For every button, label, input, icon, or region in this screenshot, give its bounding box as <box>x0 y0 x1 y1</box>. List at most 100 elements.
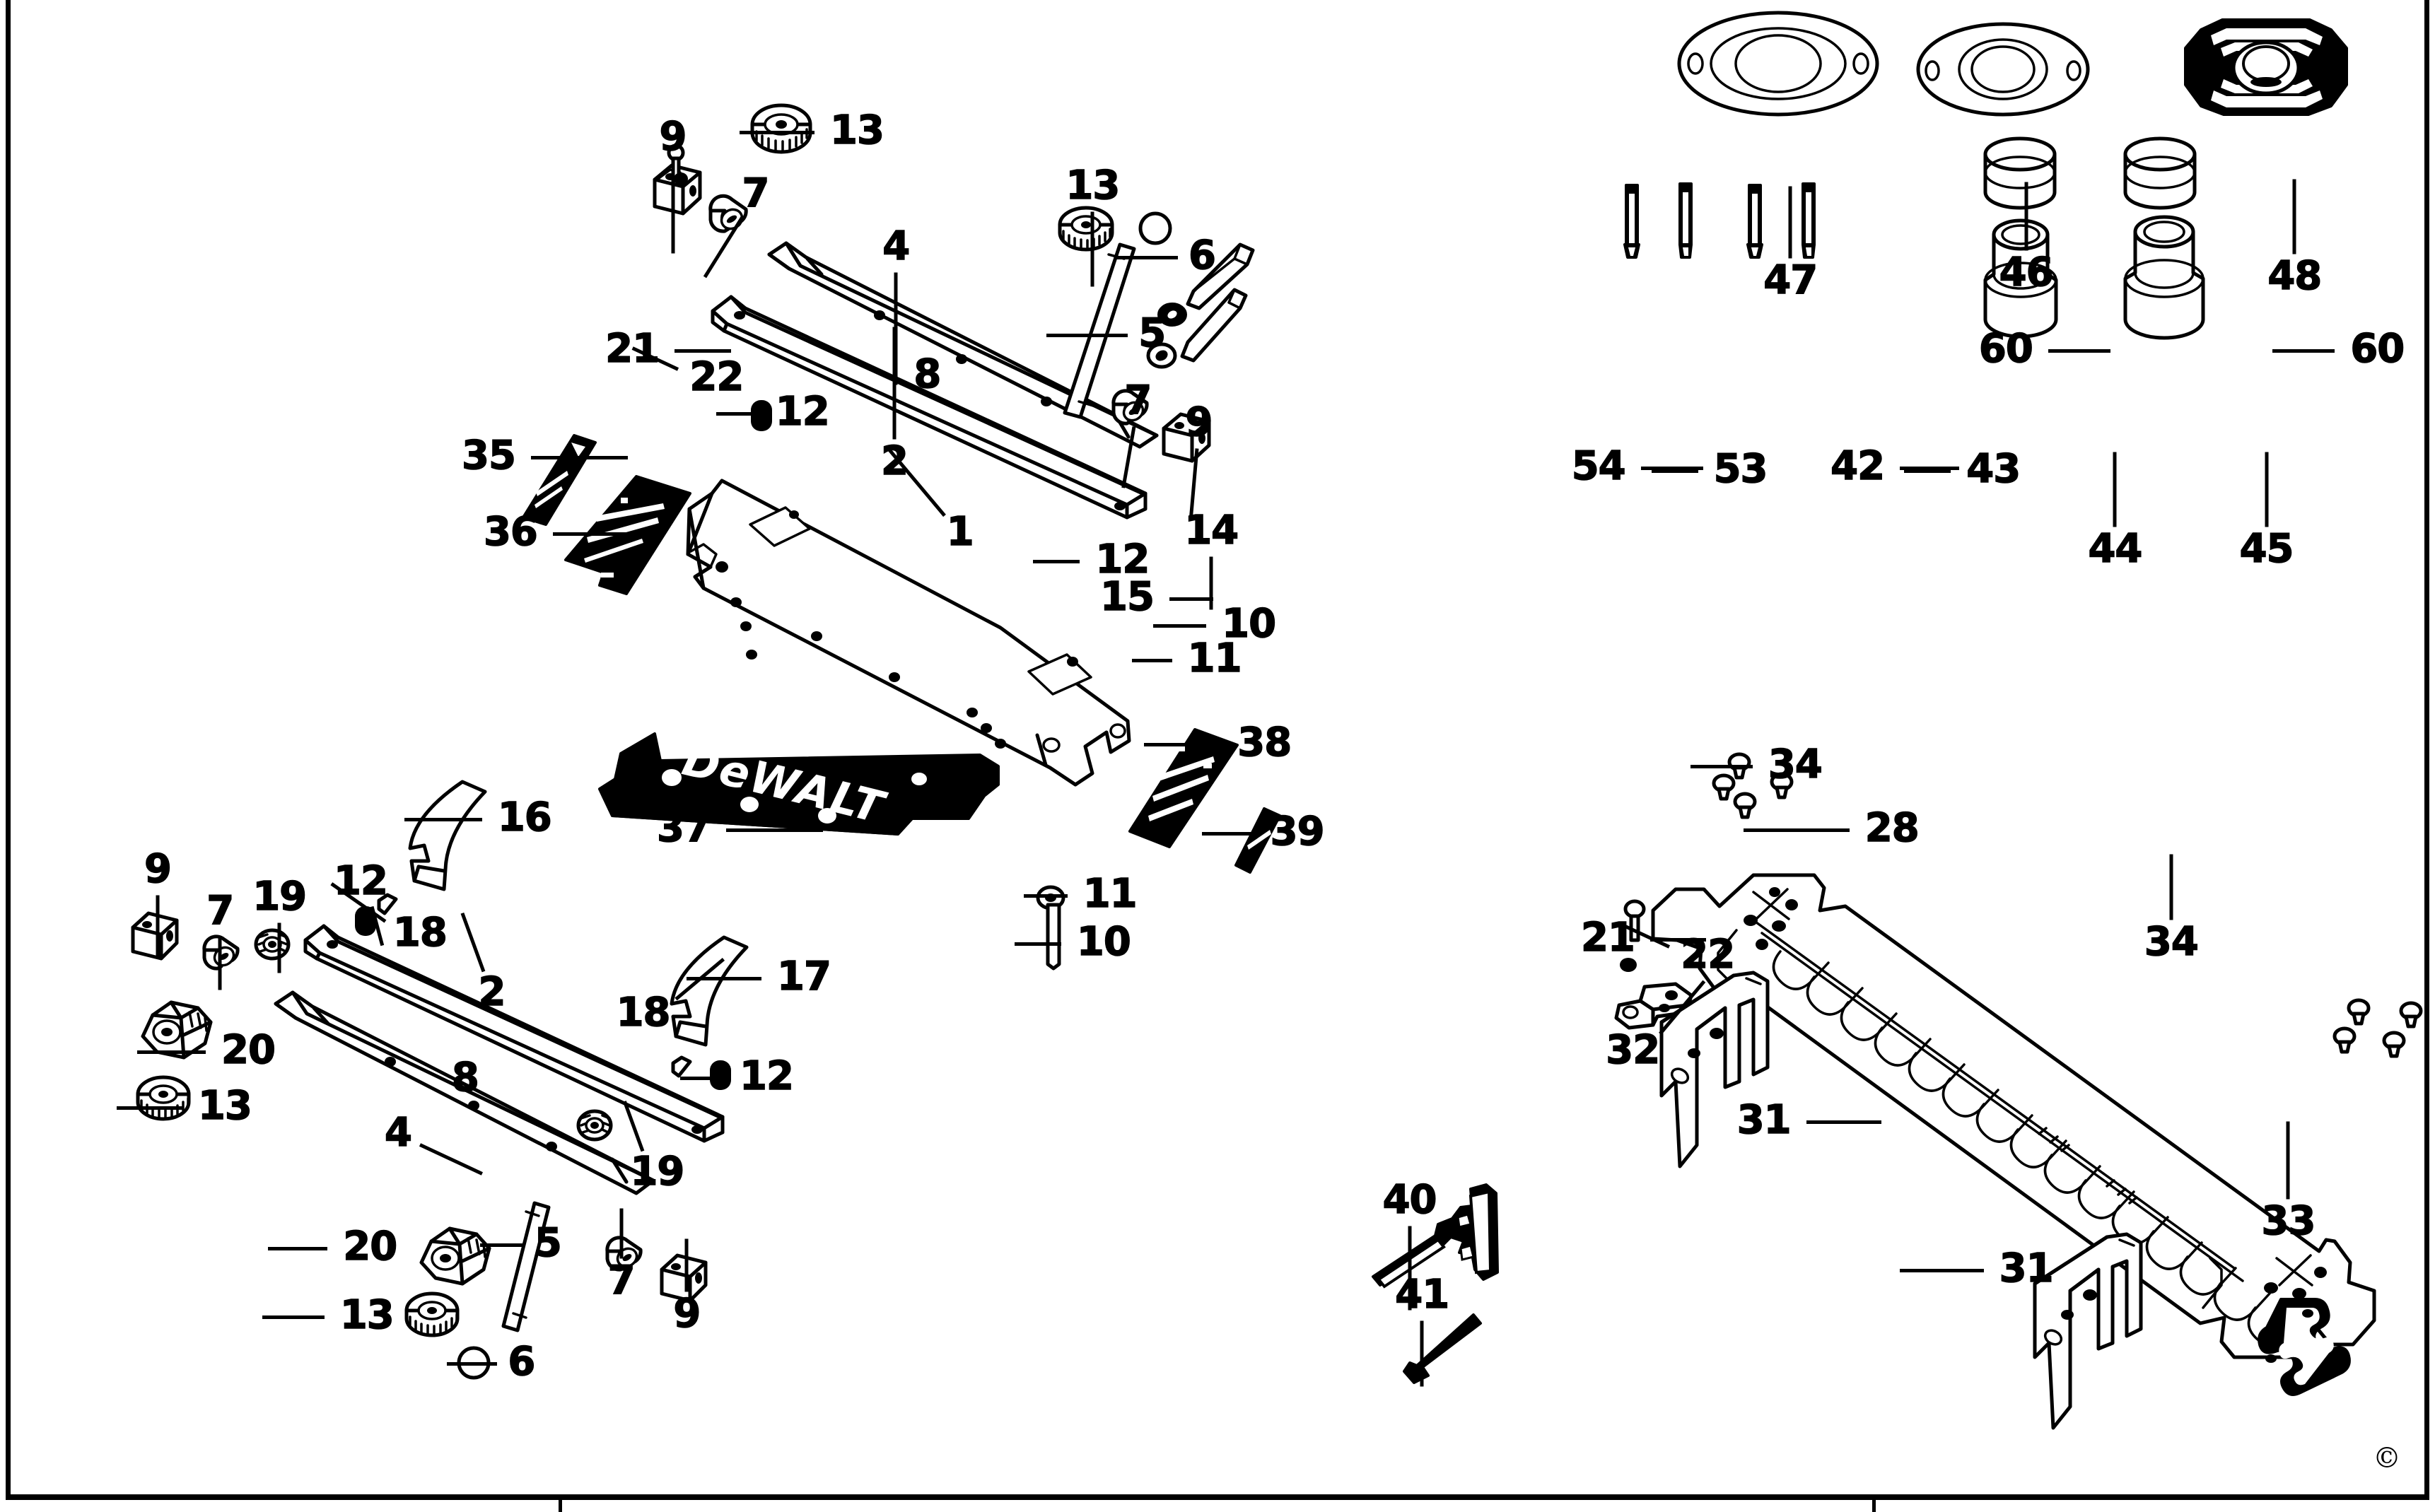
callout-label-39: 39 <box>1270 808 1325 855</box>
callout-label-11: 11 <box>1082 870 1138 917</box>
callout-label-46: 46 <box>1999 250 2054 296</box>
callout-label-9: 9 <box>1185 399 1213 446</box>
callout-leader-9 <box>684 1238 689 1292</box>
callout-label-10: 10 <box>1221 600 1276 647</box>
part-washer-15 <box>1157 301 1188 328</box>
callout-leader-7 <box>619 1209 624 1259</box>
callout-label-8: 8 <box>913 351 942 397</box>
callout-leader-5 <box>480 1243 524 1248</box>
part-rod-5-b <box>495 1200 559 1335</box>
callout-leader-12 <box>1033 560 1080 564</box>
part-grommet-12-a <box>749 399 773 433</box>
part-decal-36 <box>559 472 700 606</box>
part-guide-bushing-45 <box>2118 212 2210 346</box>
part-rail-2-lower <box>301 912 740 1145</box>
part-cutter-53 <box>1671 181 1700 260</box>
callout-label-31: 31 <box>1736 1096 1792 1143</box>
callout-label-8: 8 <box>451 1055 479 1101</box>
callout-label-31: 31 <box>1999 1245 2054 1291</box>
callout-label-37: 37 <box>656 805 711 852</box>
callout-leader-16 <box>404 817 482 821</box>
callout-leader-19 <box>277 922 281 973</box>
part-insert-plate-47 <box>1676 7 1881 120</box>
part-bolt-10-a <box>1174 286 1251 370</box>
callout-label-13: 13 <box>829 107 884 154</box>
callout-leader-9 <box>156 895 160 958</box>
callout-label-60: 60 <box>1978 326 2033 373</box>
callout-leader-2 <box>892 327 897 440</box>
callout-leader-37 <box>725 828 823 833</box>
part-main-body-1 <box>605 438 1170 820</box>
part-comb-template-28 <box>1612 813 2390 1407</box>
copyright-mark: © <box>2373 1442 2401 1475</box>
callout-label-36: 36 <box>483 508 538 555</box>
callout-leader-35 <box>531 455 628 459</box>
callout-leader-38 <box>1143 742 1222 746</box>
callout-leader-13 <box>262 1315 325 1319</box>
callout-leader-53 <box>1651 469 1698 474</box>
part-knob-13-d <box>403 1288 461 1340</box>
callout-label-7: 7 <box>206 888 235 934</box>
part-cutter-43 <box>1794 181 1823 260</box>
callout-label-9: 9 <box>673 1290 701 1337</box>
part-plate-32 <box>1612 981 1704 1038</box>
callout-label-5: 5 <box>1138 310 1167 357</box>
part-knob-13-c <box>134 1072 192 1124</box>
part-guide-bushing-44 <box>1978 216 2063 344</box>
callout-label-11: 11 <box>1187 635 1242 681</box>
callout-label-5: 5 <box>534 1220 562 1267</box>
part-bushing-7-b <box>1110 389 1151 433</box>
callout-label-54: 54 <box>1571 443 1626 490</box>
callout-leader-34 <box>1690 764 1753 768</box>
callout-leader-13 <box>1090 211 1094 287</box>
part-insert-plate-46 <box>1915 20 2091 119</box>
part-bracket-31-a <box>1654 968 1817 1180</box>
callout-leader-6 <box>1115 256 1178 260</box>
frame-bottom <box>6 1494 2429 1500</box>
callout-label-17: 17 <box>776 953 831 1000</box>
callout-leader-34 <box>2169 855 2173 920</box>
callout-leader-31 <box>1806 1120 1881 1124</box>
callout-label-32: 32 <box>1606 1026 1661 1073</box>
callout-label-7: 7 <box>742 170 770 216</box>
callout-label-7: 7 <box>607 1258 636 1304</box>
part-nameplate-37 <box>587 672 1011 848</box>
part-decal-38 <box>1124 725 1244 852</box>
part-bushing-7-a <box>707 194 751 242</box>
callout-label-18: 18 <box>392 910 448 956</box>
callout-label-13: 13 <box>1065 162 1121 209</box>
callout-leader-14 <box>1209 556 1213 610</box>
callout-label-14: 14 <box>1184 507 1239 553</box>
callout-label-20: 20 <box>343 1223 398 1270</box>
part-knob-20-b <box>416 1224 494 1289</box>
callout-leader-43 <box>1904 469 1951 474</box>
part-bushing-ring-60-a <box>1981 136 2059 210</box>
callout-leader-11 <box>1131 658 1172 662</box>
callout-label-19: 19 <box>252 874 307 920</box>
part-screw-22-b <box>1618 954 1639 975</box>
callout-leader-12 <box>680 1077 724 1081</box>
callout-leader-60 <box>2272 349 2335 353</box>
part-screw-18-b <box>669 1055 694 1079</box>
part-ring-6-a <box>1137 210 1174 247</box>
callout-leader-41 <box>1420 1320 1424 1387</box>
callout-label-12: 12 <box>739 1053 794 1100</box>
callout-leader-10 <box>1153 623 1207 628</box>
callout-leader-39 <box>1201 831 1255 836</box>
part-bolt-14 <box>1179 240 1257 318</box>
callout-label-42: 42 <box>1830 443 1885 490</box>
callout-label-10: 10 <box>1076 919 1131 966</box>
callout-leader-48 <box>2292 179 2296 254</box>
callout-label-7: 7 <box>1124 377 1152 424</box>
callout-leader-13 <box>117 1106 182 1110</box>
callout-leader-44 <box>2113 452 2117 527</box>
callout-leader-47 <box>1788 187 1792 259</box>
frame-tick-2 <box>1872 1500 1876 1512</box>
part-block-9-topleft <box>649 161 706 222</box>
callout-label-19: 19 <box>630 1148 685 1195</box>
callout-leader-9 <box>671 163 675 254</box>
part-cutter-54 <box>1618 182 1646 260</box>
part-clamp-17 <box>665 933 757 1053</box>
callout-label-6: 6 <box>508 1339 536 1385</box>
part-pin-21-b <box>1619 899 1650 944</box>
